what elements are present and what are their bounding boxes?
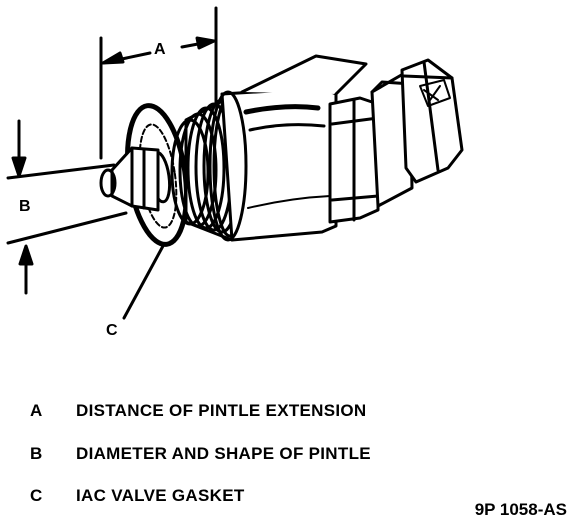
pintle xyxy=(99,146,160,212)
dimension-a xyxy=(99,6,218,160)
callout-a: A xyxy=(154,41,167,58)
valve-electrical-connector xyxy=(370,58,464,208)
valve-body xyxy=(208,54,368,242)
callout-c: C xyxy=(106,322,119,339)
legend-item-a: A DISTANCE OF PINTLE EXTENSION xyxy=(30,401,367,421)
legend-key: B xyxy=(30,444,43,463)
leader-c xyxy=(122,244,165,320)
callout-b: B xyxy=(19,198,32,215)
legend-key: A xyxy=(30,401,43,420)
legend-item-c: C IAC VALVE GASKET xyxy=(30,486,245,506)
legend-key: C xyxy=(30,486,43,505)
dimension-b xyxy=(6,119,128,295)
valve-hex-section xyxy=(328,96,380,224)
legend-text: DISTANCE OF PINTLE EXTENSION xyxy=(76,401,367,420)
legend-text: DIAMETER AND SHAPE OF PINTLE xyxy=(76,444,371,463)
figure-id: 9P 1058-AS xyxy=(474,500,567,519)
legend-item-b: B DIAMETER AND SHAPE OF PINTLE xyxy=(30,444,371,464)
legend-text: IAC VALVE GASKET xyxy=(76,486,245,505)
